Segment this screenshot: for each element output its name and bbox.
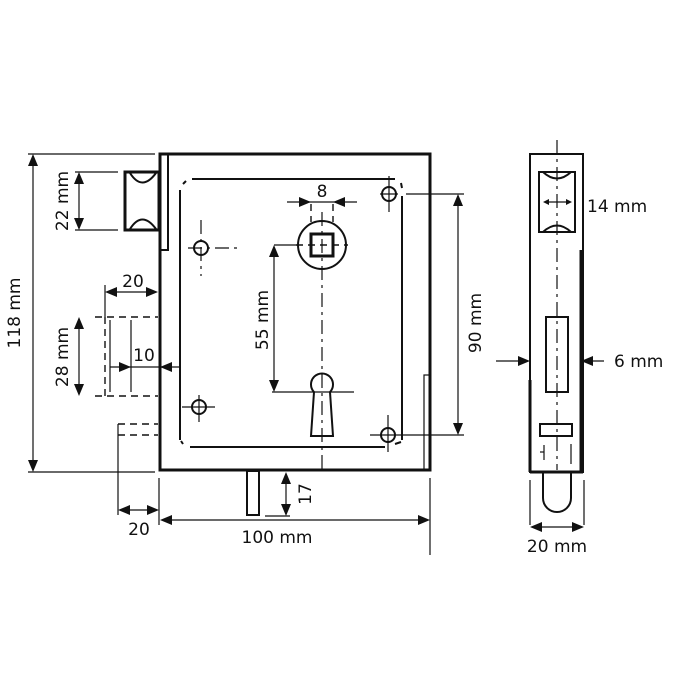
keyhole (272, 372, 354, 437)
dim-overall-width: 100 mm (160, 478, 431, 555)
dim-hole-spacing: 90 mm (406, 193, 486, 436)
side-bolt-slot (545, 316, 569, 393)
label-overall-height: 118 mm (5, 278, 25, 349)
latch (123, 170, 161, 232)
label-bottom-offset: 20 (128, 520, 150, 540)
front-view: 118 mm 22 mm 20 28 mm (5, 152, 486, 555)
label-bolt-height: 28 mm (53, 327, 73, 387)
dim-latch-height: 22 mm (53, 171, 118, 231)
bottom-bolt (246, 470, 260, 516)
side-bottom-bolt (542, 473, 572, 513)
side-latch (538, 171, 576, 233)
label-latch-height: 22 mm (53, 171, 73, 231)
dim-bolt-height: 28 mm (53, 317, 84, 396)
dim-bottom-offset: 20 (117, 424, 160, 540)
dim-bolt-projection: 17 (265, 472, 316, 517)
label-hole-spacing: 90 mm (466, 293, 486, 353)
right-strip (423, 374, 431, 471)
dim-bolt-inner: 10 (110, 346, 180, 372)
label-bolt-inner: 10 (133, 346, 155, 366)
dim-spindle-square: 8 (287, 182, 357, 207)
cover-plate-outline (179, 178, 403, 448)
label-latch-width: 14 mm (587, 197, 647, 217)
side-lower-slot (539, 423, 573, 437)
lock-body (158, 152, 432, 472)
label-bolt-offset: 20 (122, 272, 144, 292)
dim-bolt-offset: 20 (104, 272, 158, 317)
dim-latch-width: 14 mm (543, 197, 647, 217)
screw-holes (182, 176, 406, 452)
spindle-hub (296, 204, 348, 470)
label-plate-thickness: 6 mm (614, 352, 663, 372)
label-spindle-square: 8 (317, 182, 328, 202)
label-bolt-projection: 17 (296, 483, 316, 505)
side-view: 14 mm 6 mm 20 mm (496, 140, 663, 557)
dim-overall-height: 118 mm (5, 153, 155, 473)
dim-plate-thickness: 6 mm (496, 352, 663, 372)
dim-spindle-to-keyhole: 55 mm (253, 244, 298, 392)
label-spindle-to-keyhole: 55 mm (253, 290, 273, 350)
dim-body-depth: 20 mm (527, 522, 587, 557)
label-body-depth: 20 mm (527, 537, 587, 557)
label-overall-width: 100 mm (242, 528, 313, 548)
deadbolt-hidden (95, 316, 158, 436)
